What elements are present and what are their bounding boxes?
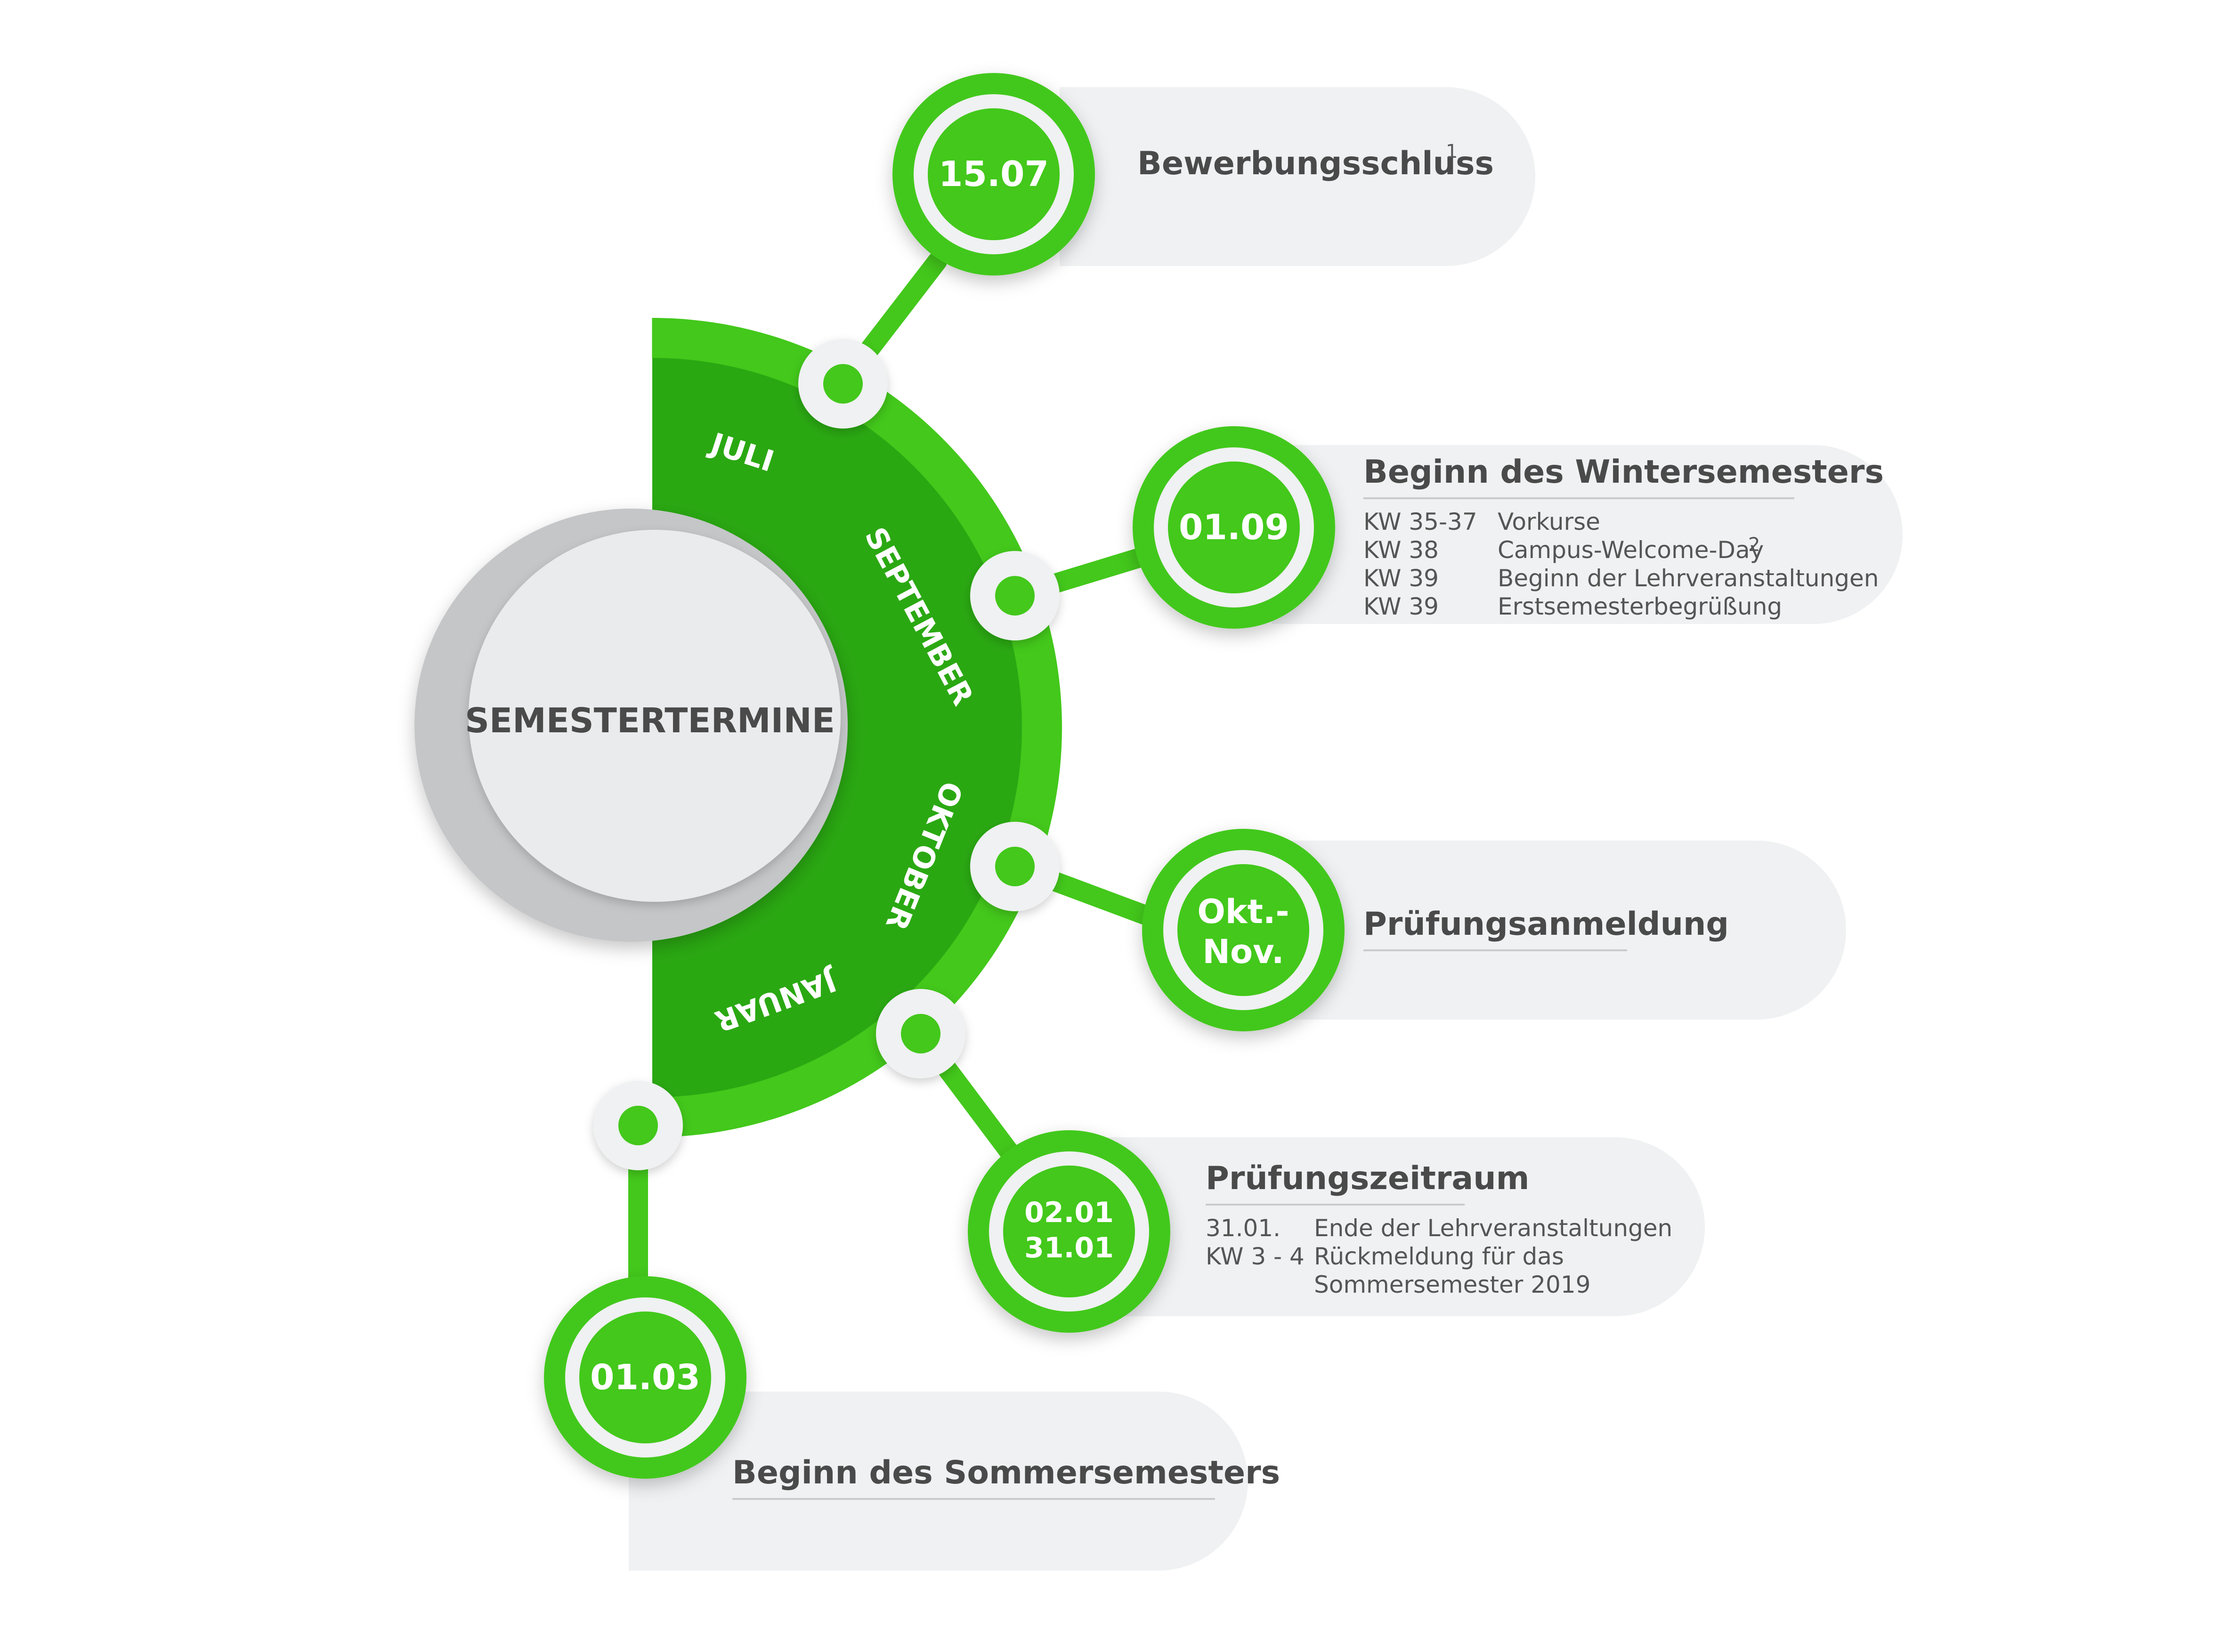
- row-value: Vorkurse: [1498, 508, 1600, 535]
- title-sommer: Beginn des Sommersemesters: [732, 1454, 1280, 1491]
- row-value: Rückmeldung für das: [1314, 1243, 1564, 1270]
- sup-winter: 2: [1748, 534, 1760, 556]
- row-value: Erstsemesterbegrüßung: [1498, 593, 1782, 620]
- title-bewerbung: Bewerbungsschluss: [1137, 145, 1494, 182]
- content-zeitraum: Prüfungszeitraum 31.01. Ende der Lehrver…: [1206, 1160, 1672, 1298]
- date-sommer: 01.03: [590, 1357, 700, 1398]
- date-bubble-winter: 01.09: [1133, 426, 1335, 629]
- hub-title: SEMESTERTERMINE: [465, 701, 835, 740]
- content-bewerbung: Bewerbungsschluss 1: [1137, 141, 1494, 182]
- panel-bewerbung: [1060, 87, 1535, 266]
- row-key: KW 39: [1363, 565, 1439, 592]
- date-bubble-zeitraum: 02.01 31.01: [968, 1130, 1170, 1333]
- row-key: KW 35-37: [1363, 508, 1477, 535]
- panel-zeitraum: [1107, 1137, 1705, 1316]
- date-zeitraum-line2: 31.01: [1024, 1231, 1114, 1264]
- hub-face: [469, 530, 841, 902]
- title-zeitraum: Prüfungszeitraum: [1206, 1160, 1530, 1197]
- date-bubble-anmeldung: Okt.- Nov.: [1142, 829, 1345, 1031]
- panel-winter: [1272, 445, 1903, 624]
- panel-anmeldung: [1272, 841, 1846, 1020]
- date-anmeldung-line2: Nov.: [1202, 932, 1284, 971]
- row-value: Ende der Lehrveranstaltungen: [1314, 1215, 1672, 1242]
- node-anmeldung: [970, 822, 1060, 911]
- row-key: KW 39: [1363, 593, 1439, 620]
- row-key: KW 3 - 4: [1206, 1243, 1305, 1270]
- date-anmeldung-line1: Okt.-: [1197, 892, 1289, 931]
- date-bubble-bewerbung: 15.07: [892, 73, 1095, 275]
- content-sommer: Beginn des Sommersemesters: [732, 1454, 1280, 1500]
- node-sommer: [593, 1081, 683, 1170]
- content-winter: Beginn des Wintersemesters KW 35-37 Vork…: [1363, 453, 1884, 620]
- title-winter: Beginn des Wintersemesters: [1363, 453, 1884, 491]
- title-anmeldung: Prüfungsanmeldung: [1363, 906, 1729, 943]
- row-value: Sommersemester 2019: [1314, 1271, 1590, 1298]
- sup-bewerbung: 1: [1446, 141, 1458, 162]
- date-bewerbung: 15.07: [939, 154, 1049, 194]
- content-anmeldung: Prüfungsanmeldung: [1363, 906, 1729, 951]
- row-value: Campus-Welcome-Day: [1498, 536, 1764, 564]
- hub: SEMESTERTERMINE: [414, 509, 848, 942]
- node-bewerbung: [798, 339, 888, 429]
- date-zeitraum-line1: 02.01: [1024, 1196, 1114, 1229]
- row-key: 31.01.: [1206, 1215, 1281, 1242]
- date-winter: 01.09: [1179, 507, 1289, 548]
- date-bubble-sommer: 01.03: [544, 1276, 746, 1479]
- node-winter: [970, 551, 1060, 640]
- panel-sommer: [629, 1392, 1248, 1571]
- node-zeitraum: [876, 989, 965, 1078]
- row-value: Beginn der Lehrveranstaltungen: [1498, 565, 1879, 592]
- row-key: KW 38: [1363, 536, 1439, 564]
- arc-nodes: [593, 339, 1060, 1170]
